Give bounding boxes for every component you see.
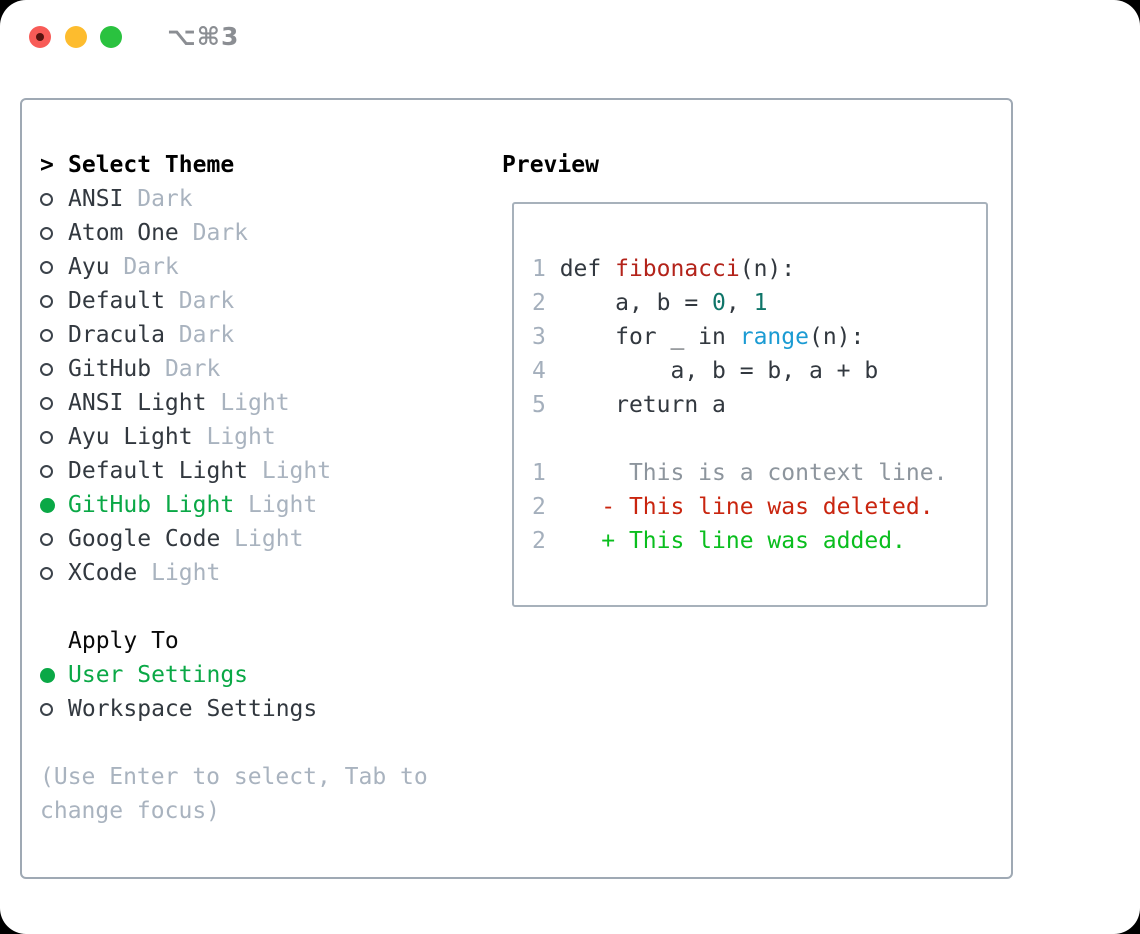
theme-variant-tag: Light: [234, 492, 318, 518]
keyboard-hint: (Use Enter to select, Tab to change focu…: [40, 764, 428, 824]
radio-unselected-icon: [40, 294, 68, 308]
code-line: 2 + This line was added.: [532, 528, 906, 554]
radio-unselected-icon: [40, 566, 68, 580]
radio-unselected-icon: [40, 532, 68, 546]
apply-to-header: Apply To: [40, 624, 450, 658]
radio-unselected-icon: [40, 464, 68, 478]
theme-variant-tag: Dark: [178, 220, 249, 246]
radio-unselected-icon: [40, 430, 68, 444]
theme-variant-tag: Light: [192, 424, 276, 450]
theme-option-label: Ayu: [68, 254, 110, 280]
theme-variant-tag: Dark: [151, 356, 221, 382]
apply-to-title: Apply To: [68, 628, 179, 654]
theme-option-label: ANSI: [68, 186, 124, 212]
theme-variant-tag: Dark: [109, 254, 179, 280]
apply-option-label: User Settings: [68, 662, 249, 688]
code-line: 2 a, b = 0, 1: [532, 290, 768, 316]
theme-option-label: GitHub: [68, 356, 152, 382]
apply-option[interactable]: User Settings: [40, 658, 450, 692]
preview-title: Preview: [502, 152, 599, 178]
radio-unselected-icon: [40, 702, 68, 716]
code-line: 1 This is a context line.: [532, 460, 948, 486]
theme-option-label: Default Light: [68, 458, 249, 484]
window-title: ⌥⌘3: [167, 22, 240, 51]
select-theme-header: > Select Theme: [40, 148, 450, 182]
titlebar: ⌥⌘3: [0, 0, 1140, 72]
apply-option-label: Workspace Settings: [68, 696, 318, 722]
theme-variant-tag: Dark: [123, 186, 193, 212]
theme-variant-tag: Light: [220, 526, 304, 552]
theme-option[interactable]: Ayu Light Light: [40, 420, 450, 454]
radio-unselected-icon: [40, 362, 68, 376]
theme-option-label: XCode: [68, 560, 138, 586]
radio-unselected-icon: [40, 192, 68, 206]
close-button[interactable]: [29, 26, 51, 48]
theme-option-label: Default: [68, 288, 165, 314]
theme-option[interactable]: Default Light Light: [40, 454, 450, 488]
code-line: [532, 422, 986, 456]
theme-option[interactable]: Atom One Dark: [40, 216, 450, 250]
theme-variant-tag: Light: [206, 390, 290, 416]
theme-variant-tag: Light: [137, 560, 221, 586]
zoom-button[interactable]: [100, 26, 122, 48]
theme-option-label: Google Code: [68, 526, 221, 552]
theme-option[interactable]: GitHub Dark: [40, 352, 450, 386]
minimize-button[interactable]: [65, 26, 87, 48]
code-line: 3 for _ in range(n):: [532, 324, 865, 350]
radio-unselected-icon: [40, 396, 68, 410]
radio-unselected-icon: [40, 328, 68, 342]
radio-selected-icon: [40, 667, 68, 683]
theme-option[interactable]: ANSI Dark: [40, 182, 450, 216]
radio-selected-icon: [40, 497, 68, 513]
theme-variant-tag: Dark: [164, 288, 235, 314]
theme-option-label: Dracula: [68, 322, 165, 348]
radio-unselected-icon: [40, 260, 68, 274]
theme-variant-tag: Light: [248, 458, 332, 484]
code-line: 2 - This line was deleted.: [532, 494, 934, 520]
theme-option[interactable]: GitHub Light Light: [40, 488, 450, 522]
theme-option[interactable]: XCode Light: [40, 556, 450, 590]
select-theme-title: Select Theme: [68, 152, 235, 178]
code-line: 1 def fibonacci(n):: [532, 256, 796, 282]
theme-option-label: ANSI Light: [68, 390, 207, 416]
theme-option-label: Atom One: [68, 220, 179, 246]
code-line: 5 return a: [532, 392, 726, 418]
theme-option[interactable]: Dracula Dark: [40, 318, 450, 352]
code-preview-pane: 1 def fibonacci(n): 2 a, b = 0, 1 3 for _ …: [512, 202, 988, 607]
theme-option[interactable]: Default Dark: [40, 284, 450, 318]
radio-unselected-icon: [40, 226, 68, 240]
theme-option-label: GitHub Light: [68, 492, 235, 518]
theme-option[interactable]: Ayu Dark: [40, 250, 450, 284]
theme-option[interactable]: Google Code Light: [40, 522, 450, 556]
theme-variant-tag: Dark: [164, 322, 235, 348]
theme-option-label: Ayu Light: [68, 424, 193, 450]
apply-option[interactable]: Workspace Settings: [40, 692, 450, 726]
code-line: 4 a, b = b, a + b: [532, 358, 879, 384]
code-preview-lines: 1 def fibonacci(n): 2 a, b = 0, 1 3 for _ …: [532, 252, 986, 558]
theme-option[interactable]: ANSI Light Light: [40, 386, 450, 420]
selection-chevron-icon: >: [40, 152, 54, 178]
